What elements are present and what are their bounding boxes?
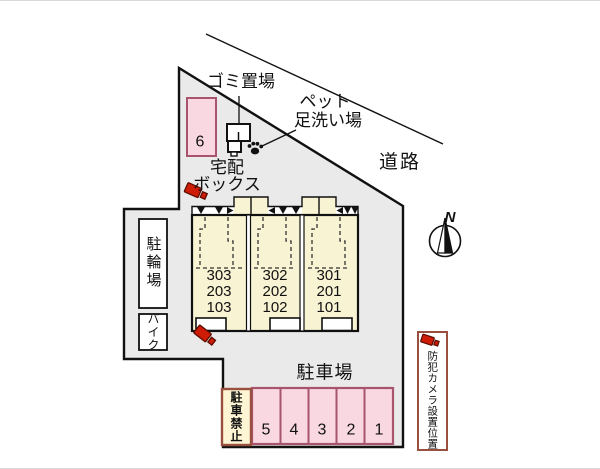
pet-wash-leader-line <box>259 129 297 148</box>
parking-space-number: 3 <box>317 421 327 439</box>
room-number: 102 <box>262 299 288 317</box>
bicycle-parking-box <box>138 218 168 309</box>
room-number: 203 <box>206 283 232 301</box>
pet-wash-label-line1: ペット <box>299 92 351 112</box>
parking-space-number: 2 <box>346 421 356 439</box>
down-triangle-icon <box>215 207 223 214</box>
room-number: 303 <box>206 267 232 285</box>
space-6-number: 6 <box>195 133 205 151</box>
room-number: 201 <box>316 283 342 301</box>
delivery-box-label-line1: 宅配 <box>210 158 244 178</box>
road-edge-line <box>205 33 444 145</box>
parking-space-number: 1 <box>374 421 384 439</box>
unit-floor-dashes <box>196 217 350 269</box>
motorcycle-box <box>138 313 168 351</box>
room-number: 301 <box>316 267 342 285</box>
left-triangle-icon <box>268 207 275 214</box>
porch <box>269 317 301 332</box>
entrance-marker-triangles <box>197 207 359 214</box>
security-camera-icon <box>420 333 440 347</box>
parking-space-number: 5 <box>261 421 271 439</box>
room-number: 103 <box>206 299 232 317</box>
room-number: 202 <box>262 283 288 301</box>
security-camera-icon <box>193 324 217 347</box>
road-label: 道路 <box>378 152 422 174</box>
no-parking-sign-label: 駐車禁止 <box>229 391 243 443</box>
parking-row <box>250 386 395 446</box>
room-number: 302 <box>262 267 288 285</box>
parking-lot-label: 駐車場 <box>296 362 354 383</box>
down-triangle-icon <box>279 207 287 214</box>
north-label: N <box>444 209 456 227</box>
camera-legend-box <box>417 331 448 451</box>
building-top-band <box>192 206 234 215</box>
down-triangle-icon <box>351 207 359 214</box>
delivery-box-icon <box>227 140 242 153</box>
parking-space-number: 4 <box>289 421 299 439</box>
building-top-band <box>268 206 302 215</box>
space-6-stall <box>186 97 217 157</box>
building-top-outline <box>191 196 359 215</box>
paw-icon <box>247 141 264 155</box>
north-arrow-icon <box>428 217 462 258</box>
right-triangle-icon <box>227 207 234 214</box>
down-triangle-icon <box>197 207 205 214</box>
security-camera-icon <box>183 182 209 201</box>
pet-wash-label-line2: 足洗い場 <box>294 111 362 131</box>
room-number: 101 <box>316 299 342 317</box>
garbage-area-label: ゴミ置場 <box>207 72 275 92</box>
bicycle-parking-label: 駐輪場 <box>144 236 162 290</box>
delivery-box-label-line2: ボックス <box>193 175 261 195</box>
down-triangle-icon <box>292 207 300 214</box>
motorcycle-label: バイク <box>146 312 160 352</box>
camera-legend-label: 防犯カメラ設置位置 <box>426 350 439 450</box>
delivery-box-icon-base <box>230 151 238 157</box>
no-parking-sign-box <box>220 387 253 447</box>
parking-dividers <box>279 388 366 444</box>
unit-partition-wall <box>245 214 252 332</box>
porch <box>321 317 353 332</box>
left-triangle-icon <box>336 207 343 214</box>
unit-partition-wall <box>299 214 305 332</box>
down-triangle-icon <box>344 207 351 214</box>
